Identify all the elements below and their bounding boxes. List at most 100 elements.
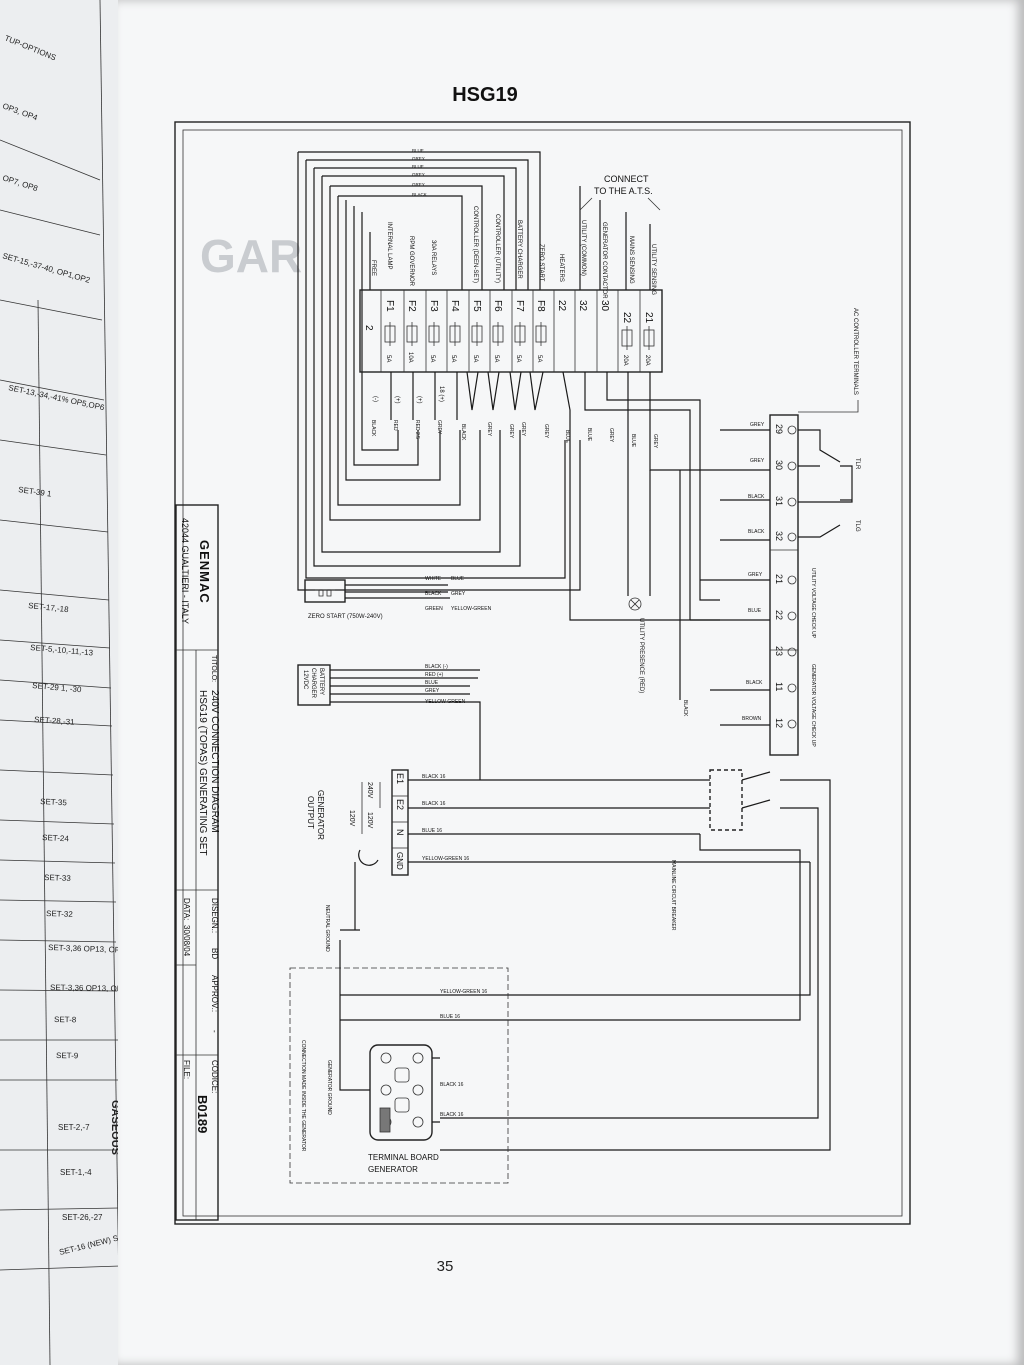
fuse-rating: 20A xyxy=(622,355,628,366)
output-wire-label: BLACK 16 xyxy=(422,801,446,807)
fuse-wire-color: BLACK xyxy=(460,424,466,441)
terminal-number: 23 xyxy=(774,646,784,656)
mainline-circuit-breaker xyxy=(340,470,831,1151)
fuse-number: F3 xyxy=(428,300,439,312)
fuse-polarity: (+) xyxy=(416,396,422,404)
output-wire-label: YELLOW-GREEN 16 xyxy=(422,856,469,862)
date-label: DATA: xyxy=(182,898,191,920)
drawing-inner-frame xyxy=(182,129,903,1217)
page-title: HSG19 xyxy=(452,84,518,106)
ats-bracket xyxy=(579,197,661,211)
ac-controller-block xyxy=(690,414,853,756)
fuse-label: HEATERS xyxy=(558,254,564,282)
generator-terminal: N xyxy=(395,829,405,836)
fuse-label: UTILITY SENSING xyxy=(650,244,656,295)
charger-wire-color: BLACK (-) xyxy=(425,664,448,670)
fuse-polarity: 18 (+) xyxy=(438,386,444,402)
fuse-rating: 5A xyxy=(493,355,499,362)
bundle-color: GREY xyxy=(412,182,425,187)
fuse-label: MAINS SENSING xyxy=(628,236,634,284)
fuse-label: CONTROLLER (DEEN-SET) xyxy=(472,206,478,283)
fuse-rating: 5A xyxy=(472,355,478,362)
battery-charger-label-line1: BATTERY xyxy=(318,668,324,695)
fuse-number: 2 xyxy=(363,325,374,331)
left-page-line: SET-24 xyxy=(42,833,70,843)
left-page-line: SET-3,36 OP13, OP14 xyxy=(48,943,130,955)
battery-charger-label-line2: CHARGER xyxy=(310,668,316,699)
generator-output-block xyxy=(358,769,810,876)
lamp-cross-icon xyxy=(630,599,640,609)
code-value: B0189 xyxy=(195,1095,210,1133)
terminal-number: 30 xyxy=(774,460,784,470)
output-wire-label: BLUE 16 xyxy=(422,828,442,834)
company-logo: GENMAC xyxy=(197,540,212,604)
generator-voltage-check: GENERATOR VOLTAGE CHECK UP xyxy=(810,664,816,747)
generator-ground-label: GENERATOR GROUND xyxy=(326,1060,332,1115)
ats-note-line2: TO THE A.T.S. xyxy=(594,186,653,196)
fuse-polarity: (-) xyxy=(372,396,378,402)
utility-presence-label: UTILITY PRESENCE (RED) xyxy=(638,618,644,693)
fuse-block xyxy=(359,289,663,373)
fuse-rating: 10A xyxy=(407,352,413,363)
voltage-120: 120V xyxy=(348,810,355,827)
fuse-wire-color: GREY xyxy=(652,434,658,449)
voltage-120: 120V xyxy=(366,812,373,829)
left-page-line: SET-1,-4 xyxy=(60,1168,92,1177)
battery-charger-label-line3: 12VDC xyxy=(302,670,308,690)
file-label: FILE: xyxy=(182,1060,191,1079)
fuse-number: 21 xyxy=(643,312,654,324)
code-label: CODICE: xyxy=(210,1060,219,1093)
zero-start-wire-color: GREY xyxy=(451,591,466,597)
fuse-label: ZERO START xyxy=(538,244,544,282)
fuse-wire-color: GREY xyxy=(508,424,514,439)
left-page-line: SET-33 xyxy=(44,873,72,883)
fuse-number: F7 xyxy=(514,300,525,312)
left-page-line: SET-29 1, -30 xyxy=(32,681,83,694)
fuse-wire-color: RED 2.5 xyxy=(414,420,420,439)
zero-start-label: ZERO START (750W-240V) xyxy=(308,614,383,620)
fuse-number: F2 xyxy=(406,300,417,312)
left-page-line: SET-3,36 OP13, OP14 xyxy=(50,983,132,993)
left-page-line: SET-26,-27 xyxy=(62,1213,103,1222)
left-page-line: SET-28,-31 xyxy=(34,715,76,727)
fuse-rating: 5A xyxy=(450,355,456,362)
designer-value: BD xyxy=(210,948,219,959)
terminal-board-wire: YELLOW-GREEN 16 xyxy=(440,989,487,995)
watermark-text: GAR xyxy=(200,230,302,282)
charger-wire-color: YELLOW-GREEN xyxy=(425,699,466,705)
zero-start-wire-color: BLACK xyxy=(425,591,442,597)
bundle-color: BLACK xyxy=(412,192,427,197)
fuse-wire-color: GREY xyxy=(608,428,614,443)
previous-page-table: TUP-OPTIONS OP3, OP4 OP7, OP8 SET-15,-37… xyxy=(0,0,135,1365)
tlg-label: TLG xyxy=(854,520,860,532)
generator-output-label-line1: GENERATOR xyxy=(316,790,325,840)
charger-wire-color: BLUE xyxy=(425,680,439,686)
terminal-board-label-line1: TERMINAL BOARD xyxy=(368,1153,439,1162)
fuse-label: GENERATOR CONTACTOR xyxy=(601,222,607,299)
approver-value: - xyxy=(210,1030,219,1033)
fuse-label: RPM GOVERNOR xyxy=(408,236,414,287)
terminal-number: 21 xyxy=(774,574,784,584)
left-page-line: SET-17,-18 xyxy=(28,601,70,614)
bundle-color: BLUE xyxy=(412,164,424,169)
terminal-wire-color: GREY xyxy=(748,572,763,578)
terminal-wire-color: GREY xyxy=(750,422,765,428)
terminal-wire-color: BLACK xyxy=(748,494,765,500)
generator-output-label-line2: OUTPUT xyxy=(306,796,315,829)
charger-wire-color: RED (+) xyxy=(425,672,444,678)
drawing-title-line1: 240V CONNECTION DIAGRAM xyxy=(209,690,220,833)
neutral-ground-label: NEUTRAL GROUND xyxy=(324,905,330,952)
fuse-label: BATTERY CHARGER xyxy=(516,220,522,279)
date-value: 30/08/04 xyxy=(182,925,191,957)
fuse-rating: 5A xyxy=(536,355,542,362)
fuse-rating: 5A xyxy=(515,355,521,362)
ats-note-line1: CONNECT xyxy=(604,174,649,184)
title-label: TITOLO: xyxy=(210,655,217,682)
left-page-line: SET-35 xyxy=(40,797,68,807)
terminal-board-wire: BLUE 16 xyxy=(440,1014,460,1020)
fuse-wire-color: BLUE xyxy=(586,428,592,442)
approver-label: APPROV.: xyxy=(210,975,219,1012)
designer-label: DISEGN.: xyxy=(210,898,219,933)
company-address: 42044 GUALTIERI - ITALY xyxy=(180,518,190,624)
